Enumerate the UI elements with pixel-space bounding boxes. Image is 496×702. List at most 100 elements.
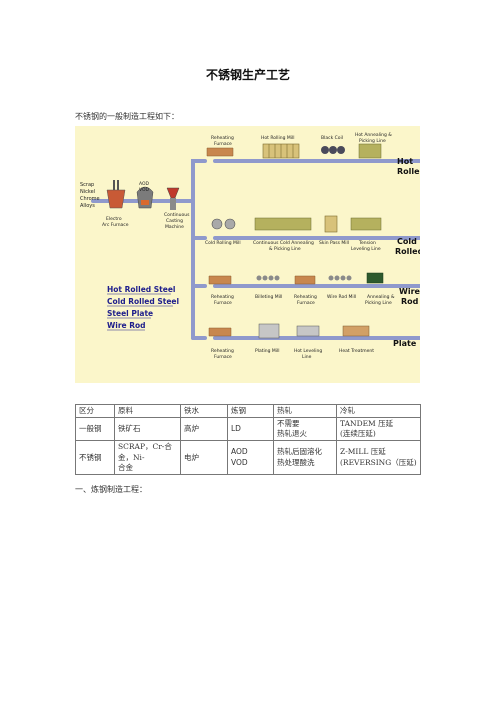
table-cell: 铁矿石 (114, 417, 181, 442)
step-label: Picking Line (359, 138, 386, 144)
product-label-cold-rolled: Cold (397, 237, 417, 246)
cell-line: 不需要 (277, 419, 300, 429)
table-header-cell: 铁水 (180, 403, 228, 419)
input-label: Alloys (80, 203, 95, 209)
step-label: Black Coil (321, 135, 343, 141)
cell-line: (REVERSING（压延) (340, 457, 417, 467)
ccm-label: Casting (166, 218, 183, 224)
input-label: Nickel (80, 189, 95, 195)
table-cell: LD (227, 417, 274, 442)
input-label: Chrome (80, 196, 100, 202)
reheating-furnace-icon (208, 275, 232, 285)
step-label: Leveling Line (351, 246, 381, 252)
cell-line: 合金 (118, 462, 133, 472)
diagram-legend: Hot Rolled Steel Cold Rolled Steel Steel… (107, 285, 179, 331)
table-cell: SCRAP，Cr-合金，Ni- 合金 (114, 440, 181, 475)
skin-pass-mill-icon (324, 215, 338, 233)
continuous-casting-icon (166, 187, 180, 210)
step-label: Billeting Mill (255, 294, 282, 300)
wire-rod-line: Reheating Furnace Billeting Mill Reheati… (208, 272, 395, 306)
ccm-label: Continuous (164, 212, 190, 218)
eaf-label: Electro (106, 216, 122, 222)
step-label: Skin Pass Mill (319, 240, 349, 246)
hot-rolled-line: Reheating Furnace Hot Rolling Mill Black… (206, 132, 392, 159)
step-label: Cold Rolling Mill (205, 240, 241, 246)
step-label: Line (302, 354, 312, 360)
product-labels: Hot Rolled Cold Rolled Wire Rod Plate (393, 157, 420, 348)
table-cell: Z-MILL 压延 (REVERSING（压延) (336, 440, 421, 475)
reheating-furnace-icon (206, 147, 234, 157)
section-heading: 一、炼钢制造工程： (75, 485, 147, 494)
cell-line: TANDEM 压延 (340, 419, 394, 429)
product-label-hot-rolled: Rolled (397, 167, 420, 176)
document-title: 不锈钢生产工艺 (205, 68, 290, 82)
annealing-line-icon (366, 272, 384, 284)
step-label: Continuous Cold Annealing (253, 240, 314, 246)
reheating-furnace-icon (294, 275, 316, 285)
table-cell: 电炉 (180, 440, 228, 475)
table-row: 不锈钢 SCRAP，Cr-合金，Ni- 合金 电炉 AOD VOD 热轧后固溶化… (75, 440, 421, 475)
table-cell: 不需要 热轧退火 (273, 417, 337, 442)
product-label-plate: Plate (393, 339, 417, 348)
comparison-table: 区分 原料 铁水 炼钢 热轧 冷轧 一般钢 铁矿石 高炉 LD 不需要 热轧退火… (75, 403, 421, 475)
product-label-hot-rolled: Hot (397, 157, 413, 166)
legend-item: Hot Rolled Steel (107, 285, 176, 294)
hot-leveling-icon (296, 325, 320, 337)
cell-line: 热处理酸洗 (277, 457, 315, 467)
table-cell: AOD VOD (227, 440, 274, 475)
step-label: Hot Annealing & (355, 132, 392, 138)
table-cell: 不锈钢 (75, 440, 115, 475)
billeting-mill-icon (256, 275, 280, 281)
step-label: Picking Line (365, 300, 392, 306)
cold-rolled-line: Cold Rolling Mill Continuous Cold Anneal… (205, 215, 382, 252)
step-label: Annealing & (367, 294, 395, 300)
table-cell: 热轧后固溶化 热处理酸洗 (273, 440, 337, 475)
cell-line: Z-MILL 压延 (340, 447, 386, 457)
table-header-cell: 区分 (75, 403, 115, 419)
table-header-cell: 原料 (114, 403, 181, 419)
table-row: 一般钢 铁矿石 高炉 LD 不需要 热轧退火 TANDEM 压延 (连续压延) (75, 417, 421, 442)
table-header-cell: 热轧 (273, 403, 337, 419)
step-label: Hot Rolling Mill (261, 135, 295, 141)
product-label-wire-rod: Wire (399, 287, 420, 296)
table-cell: 一般钢 (75, 417, 115, 442)
heat-treatment-icon (342, 325, 370, 337)
raw-material-inputs: Scrap Nickel Chrome Alloys (80, 182, 100, 209)
step-label: Furnace (214, 141, 232, 147)
tension-leveler-icon (350, 217, 382, 231)
step-label: Reheating (211, 348, 234, 354)
ccm-label: Machine (165, 224, 184, 230)
annealing-line-icon (254, 217, 312, 231)
flow-pipes (91, 159, 420, 340)
step-label: Reheating (294, 294, 317, 300)
cell-line: 热轧后固溶化 (277, 447, 322, 457)
plate-line: Reheating Furnace Plating Mill Hot Level… (208, 323, 374, 360)
legend-item: Wire Rod (107, 321, 146, 330)
cell-line: AOD (231, 447, 248, 457)
input-label: Scrap (80, 182, 94, 188)
aod-converter-icon (136, 186, 154, 209)
annealing-line-icon (358, 143, 382, 159)
table-header-cell: 炼钢 (227, 403, 274, 419)
table-header-cell: 冷轧 (336, 403, 421, 419)
intro-text: 不锈钢的一般制造工程如下： (75, 112, 179, 121)
black-coil-icon (321, 146, 345, 154)
product-label-wire-rod: Rod (401, 297, 419, 306)
process-flow-diagram: Scrap Nickel Chrome Alloys Electro Arc F… (75, 126, 420, 383)
plating-mill-icon (258, 323, 280, 339)
step-label: Furnace (214, 354, 232, 360)
cell-line: VOD (231, 457, 248, 467)
table-cell: TANDEM 压延 (连续压延) (336, 417, 421, 442)
step-label: Tension (358, 240, 376, 246)
step-label: Heat Treatment (339, 348, 374, 354)
step-label: Wire Rod Mill (327, 294, 356, 300)
step-label: Furnace (297, 300, 315, 306)
step-label: Reheating (211, 294, 234, 300)
step-label: Furnace (214, 300, 232, 306)
cell-line: SCRAP，Cr-合金，Ni- (118, 442, 172, 462)
table-cell: 高炉 (180, 417, 228, 442)
reheating-furnace-icon (208, 327, 232, 337)
legend-item: Cold Rolled Steel (107, 297, 179, 306)
step-label: Hot Leveling (294, 348, 322, 354)
step-label: Reheating (211, 135, 234, 141)
